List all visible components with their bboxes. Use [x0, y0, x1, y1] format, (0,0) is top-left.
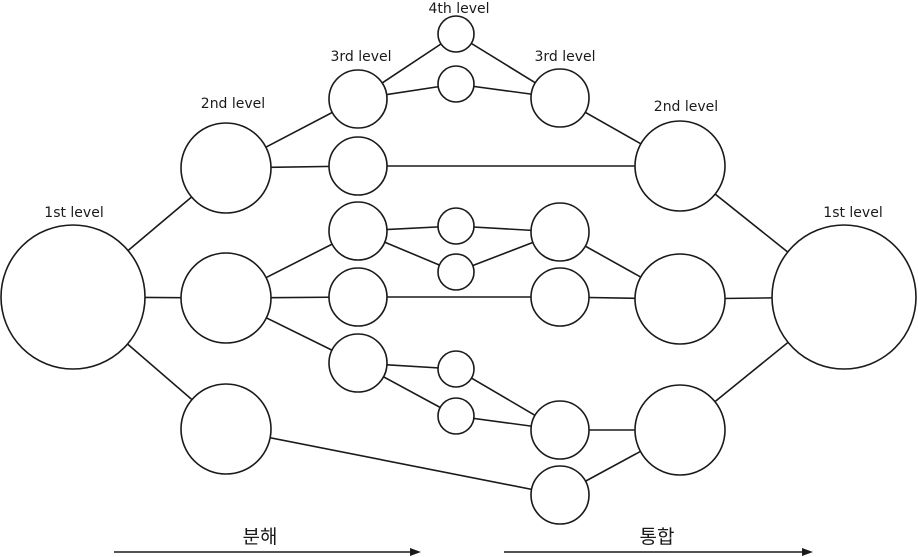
node-R3d — [530, 400, 590, 460]
node-R3c — [530, 267, 590, 327]
node-R1 — [771, 224, 917, 370]
node-L3d — [328, 267, 388, 327]
integrate-arrow — [504, 548, 813, 556]
node-L2c — [180, 383, 272, 475]
node-R3e — [530, 465, 590, 525]
decompose-arrow — [114, 548, 421, 556]
node-R2b — [634, 253, 726, 345]
node-B4a — [437, 350, 475, 388]
node-B4b — [437, 397, 475, 435]
node-F4b — [437, 65, 475, 103]
node-R2c — [634, 384, 726, 476]
node-R3a — [530, 68, 590, 128]
node-L3a — [328, 69, 388, 129]
node-F4a — [437, 15, 475, 53]
node-L3b — [328, 136, 388, 196]
label-right-3rd-level: 3rd level — [534, 49, 595, 65]
edge-L2c-R3e — [225, 428, 561, 496]
node-L1 — [0, 224, 146, 370]
label-right-1st-level: 1st level — [823, 205, 882, 221]
node-L3c — [328, 201, 388, 261]
label-4th-level: 4th level — [428, 1, 489, 17]
node-L2a — [180, 122, 272, 214]
label-left-1st-level: 1st level — [44, 205, 103, 221]
node-L3e — [328, 333, 388, 393]
node-M4b — [437, 253, 475, 291]
node-M4a — [437, 207, 475, 245]
decompose-label: 분해 — [243, 526, 278, 548]
label-right-2nd-level: 2nd level — [654, 99, 718, 115]
node-L2b — [180, 252, 272, 344]
label-left-2nd-level: 2nd level — [201, 96, 265, 112]
integrate-label: 통합 — [640, 526, 675, 548]
node-R2a — [634, 120, 726, 212]
nodes — [0, 15, 917, 525]
label-left-3rd-level: 3rd level — [330, 49, 391, 65]
node-R3b — [530, 202, 590, 262]
